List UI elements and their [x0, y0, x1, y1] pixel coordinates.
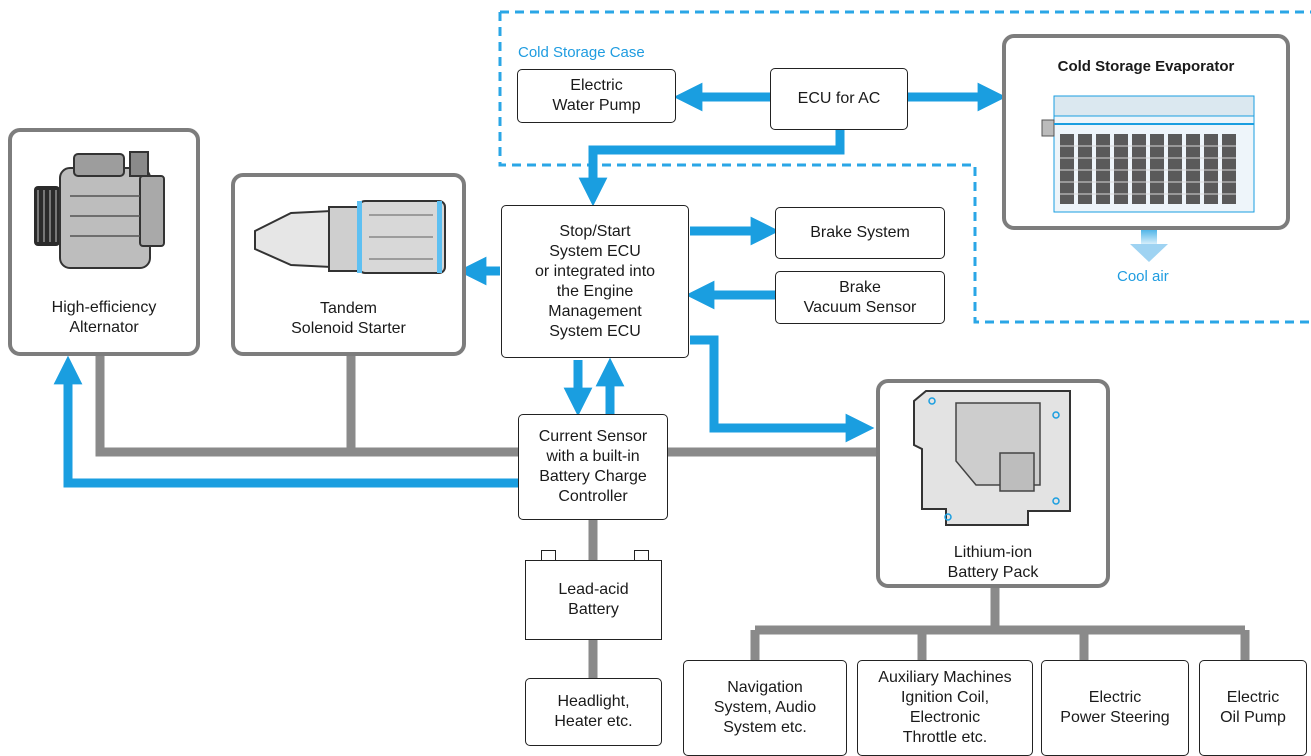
headlight-heater-box: Headlight, Heater etc. — [525, 678, 662, 746]
lithium-battery-pack-label: Lithium-ion Battery Pack — [947, 544, 1039, 581]
cold-storage-evaporator-title: Cold Storage Evaporator — [1057, 58, 1235, 75]
evaporator-image — [1041, 95, 1255, 213]
cold-storage-evaporator-frame: Cold Storage Evaporator — [1002, 34, 1290, 230]
auxiliary-machines-box: Auxiliary Machines Ignition Coil, Electr… — [857, 660, 1033, 756]
starter-frame: Tandem Solenoid Starter — [231, 173, 466, 356]
electric-oil-pump-box: Electric Oil Pump — [1199, 660, 1307, 756]
arrow-current-sensor-to-alternator — [53, 355, 518, 488]
battery-terminal-right — [634, 550, 649, 560]
lithium-battery-image — [913, 390, 1071, 526]
ecu-for-ac-box: ECU for AC — [770, 68, 908, 130]
current-sensor-box: Current Sensor with a built-in Battery C… — [518, 414, 668, 520]
wire-main-bus — [95, 356, 878, 457]
alternator-frame: High-efficiency Alternator — [8, 128, 200, 356]
starter-image — [254, 200, 446, 274]
electric-power-steering-box: Electric Power Steering — [1041, 660, 1189, 756]
cold-storage-region-border — [498, 10, 1311, 324]
cool-air-label: Cool air — [1117, 268, 1169, 285]
lithium-battery-pack-frame: Lithium-ion Battery Pack — [876, 379, 1110, 588]
navigation-audio-box: Navigation System, Audio System etc. — [683, 660, 847, 756]
arrow-ecu-ac-to-stopstart — [578, 130, 845, 207]
stop-start-ecu-box: Stop/Start System ECU or integrated into… — [501, 205, 689, 358]
starter-label: Tandem Solenoid Starter — [291, 300, 406, 337]
lead-acid-battery-box: Lead-acid Battery — [525, 560, 662, 640]
cold-storage-case-label: Cold Storage Case — [518, 44, 645, 61]
electric-water-pump-box: Electric Water Pump — [517, 69, 676, 123]
alternator-image — [34, 151, 165, 269]
signal-arrows — [53, 82, 1007, 488]
alternator-label: High-efficiency Alternator — [51, 299, 157, 336]
battery-terminal-left — [541, 550, 556, 560]
brake-system-box: Brake System — [775, 207, 945, 259]
arrow-stopstart-to-lithium — [690, 335, 875, 443]
brake-vacuum-sensor-box: Brake Vacuum Sensor — [775, 271, 945, 324]
